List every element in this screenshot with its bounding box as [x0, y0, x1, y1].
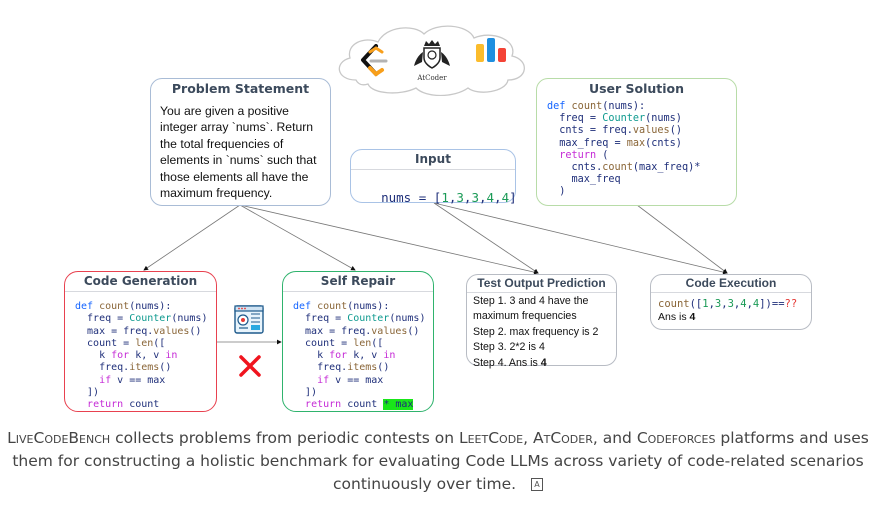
caption-text-1: collects problems from periodic contests…	[110, 429, 459, 447]
call-arg: 4	[752, 298, 760, 310]
call-arg: 4	[740, 298, 747, 310]
code-execution-call: count([1,3,3,4,4])==??	[658, 298, 798, 310]
step-4: Step 4. Ans is 4	[473, 356, 610, 371]
red-x-icon	[239, 355, 261, 377]
step-4-text: Step 4. Ans is	[473, 356, 541, 369]
step-4-answer: 4	[540, 356, 547, 369]
input-num: 1	[441, 190, 449, 206]
code-execution-box: Code Execution count([1,3,3,4,4])==?? An…	[650, 274, 812, 330]
code-generation-title: Code Generation	[65, 272, 216, 292]
platform-cloud: AtCoder	[328, 18, 533, 97]
code-generation-code: def count(nums): freq = Counter(nums) ma…	[75, 301, 208, 411]
platform-leetcode: LeetCode	[458, 429, 524, 447]
platform-atcoder: AtCoder	[533, 429, 593, 447]
call-eq: ==	[771, 298, 785, 310]
figure-caption: LiveCodeBench collects problems from per…	[0, 427, 876, 496]
input-num: 3	[471, 190, 479, 206]
benchmark-name: LiveCodeBench	[7, 429, 111, 447]
arrow-problem-to-testoutput	[239, 204, 539, 275]
call-arg: 3	[714, 298, 722, 310]
arrow-problem-to-selfrepair	[239, 204, 356, 271]
user-solution-box: User Solution def count(nums): freq = Co…	[536, 78, 737, 206]
call-fn: count	[658, 298, 690, 310]
problem-statement-text: You are given a positive integer array `…	[160, 104, 317, 201]
atcoder-label: AtCoder	[417, 74, 447, 82]
test-output-prediction-box: Test Output Prediction Step 1. 3 and 4 h…	[466, 274, 617, 369]
caption-sep: , and	[592, 429, 637, 447]
problem-statement-box: Problem Statement You are given a positi…	[150, 78, 331, 206]
arrow-problem-to-codegen	[143, 204, 241, 271]
answer-prefix: Ans is	[658, 311, 690, 323]
self-repair-code: def count(nums): freq = Counter(nums) ma…	[293, 301, 426, 411]
answer-value: 4	[689, 311, 696, 323]
call-unknown: ??	[784, 298, 798, 310]
atcoder-logo-icon: AtCoder	[408, 38, 456, 88]
arrow-input-to-codeexec	[433, 202, 728, 275]
caption-text-2: platforms and uses them for constructing…	[12, 429, 869, 493]
input-title: Input	[351, 150, 515, 170]
input-value: nums = [1,3,3,4,4]	[381, 190, 517, 206]
self-repair-box: Self Repair def count(nums): freq = Coun…	[282, 271, 434, 412]
code-execution-title: Code Execution	[651, 275, 811, 293]
problem-statement-title: Problem Statement	[171, 81, 310, 96]
step-2: Step 2. max frequency is 2	[473, 325, 599, 338]
input-num: 3	[456, 190, 464, 206]
input-op: =	[411, 190, 434, 206]
repair-highlight: * max	[383, 399, 414, 411]
code-execution-answer: Ans is 4	[651, 311, 811, 323]
call-arg: 3	[727, 298, 734, 310]
call-arg: 1	[702, 298, 709, 310]
self-repair-title: Self Repair	[283, 272, 433, 292]
codeforces-logo-icon	[476, 38, 506, 62]
caption-sep: ,	[523, 429, 533, 447]
input-num: 4	[501, 190, 510, 206]
user-solution-title: User Solution	[588, 81, 685, 96]
input-num: 4	[486, 190, 495, 206]
test-output-prediction-title: Test Output Prediction	[467, 275, 616, 293]
step-3: Step 3. 2*2 is 4	[473, 341, 545, 354]
debug-window-icon	[234, 305, 264, 334]
translate-badge-icon[interactable]: A	[531, 478, 544, 491]
platform-codeforces: Codeforces	[636, 429, 716, 447]
code-generation-box: Code Generation def count(nums): freq = …	[64, 271, 217, 412]
input-var: nums	[381, 190, 412, 206]
input-box: Input nums = [1,3,3,4,4]	[350, 149, 517, 204]
arrow-input-to-testoutput	[433, 202, 539, 274]
user-solution-code: def count(nums): freq = Counter(nums) cn…	[547, 101, 701, 198]
step-1: Step 1. 3 and 4 have the maximum frequen…	[473, 295, 589, 323]
test-output-steps: Step 1. 3 and 4 have the maximum frequen…	[467, 293, 616, 372]
arrow-solution-to-codeexec	[636, 204, 728, 274]
leetcode-logo-icon	[361, 44, 388, 77]
